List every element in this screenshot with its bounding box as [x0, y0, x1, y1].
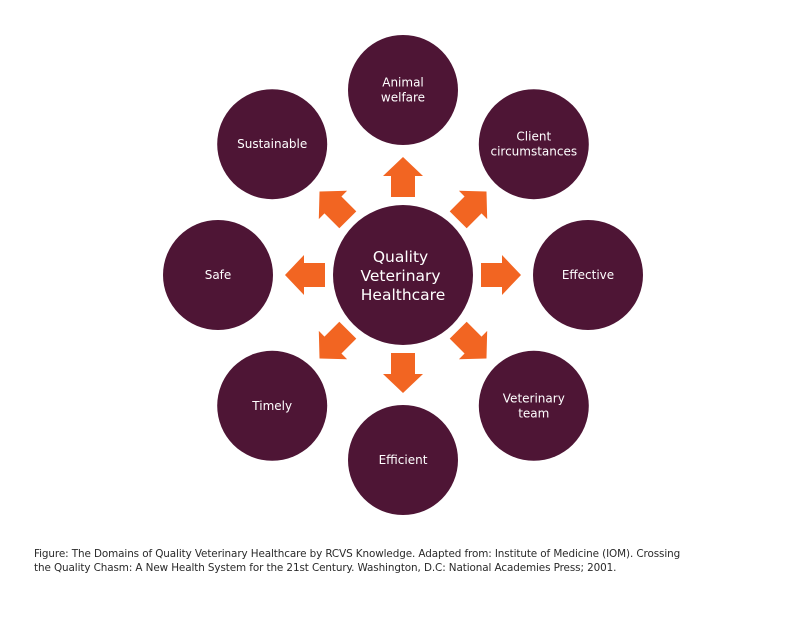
domain-label-line: Animal: [382, 76, 424, 90]
domain-circle: [533, 220, 643, 330]
caption-line-1: Figure: The Domains of Quality Veterinar…: [34, 548, 681, 560]
domain-label: Effective: [562, 268, 614, 282]
center-label-line: Quality: [373, 248, 428, 266]
domain-circle: [348, 405, 458, 515]
domain-label-line: Effective: [562, 268, 614, 282]
domain-label-line: circumstances: [490, 145, 577, 159]
caption-line-2: the Quality Chasm: A New Health System f…: [34, 562, 617, 574]
center-label: Quality Veterinary Healthcare: [360, 248, 445, 304]
domain-circle: [478, 350, 589, 461]
domain-label-line: welfare: [381, 91, 425, 105]
arrows-layer: [285, 157, 521, 393]
arrow-up-right-icon: [449, 190, 488, 229]
domain-label-line: Safe: [205, 268, 232, 282]
domain-node-safe: Safe: [163, 220, 273, 330]
domain-node-timely: Timely: [217, 350, 328, 461]
domain-label-line: Client: [516, 130, 551, 144]
domain-circle: [217, 89, 328, 200]
domain-label: Safe: [205, 268, 232, 282]
arrow-down-left-icon: [318, 321, 357, 360]
arrow-down-right-icon: [449, 321, 488, 360]
domain-label: Efficient: [379, 453, 428, 467]
arrow-left-icon: [285, 255, 325, 295]
arrow-up-icon: [383, 157, 423, 197]
center-node: Quality Veterinary Healthcare: [333, 205, 473, 345]
domain-label-line: team: [518, 406, 549, 420]
domain-label-line: Efficient: [379, 453, 428, 467]
domain-node-effective: Effective: [533, 220, 643, 330]
domain-label: Timely: [251, 399, 292, 413]
domain-node-sustainable: Sustainable: [217, 89, 328, 200]
domain-label-line: Timely: [251, 399, 292, 413]
arrow-right-icon: [481, 255, 521, 295]
arrow-up-left-icon: [318, 190, 357, 229]
figure-caption: Figure: The Domains of Quality Veterinar…: [34, 547, 794, 575]
domain-node-efficient: Efficient: [348, 405, 458, 515]
center-label-line: Veterinary: [360, 267, 440, 285]
center-label-line: Healthcare: [361, 286, 446, 304]
domain-label-line: Veterinary: [503, 391, 565, 405]
center-circle: [333, 205, 473, 345]
domain-label-line: Sustainable: [237, 137, 307, 151]
domain-circle: [217, 350, 328, 461]
domain-circle: [478, 89, 589, 200]
arrow-down-icon: [383, 353, 423, 393]
domain-circle: [348, 35, 458, 145]
domain-circle: [163, 220, 273, 330]
domain-label: Sustainable: [237, 137, 307, 151]
